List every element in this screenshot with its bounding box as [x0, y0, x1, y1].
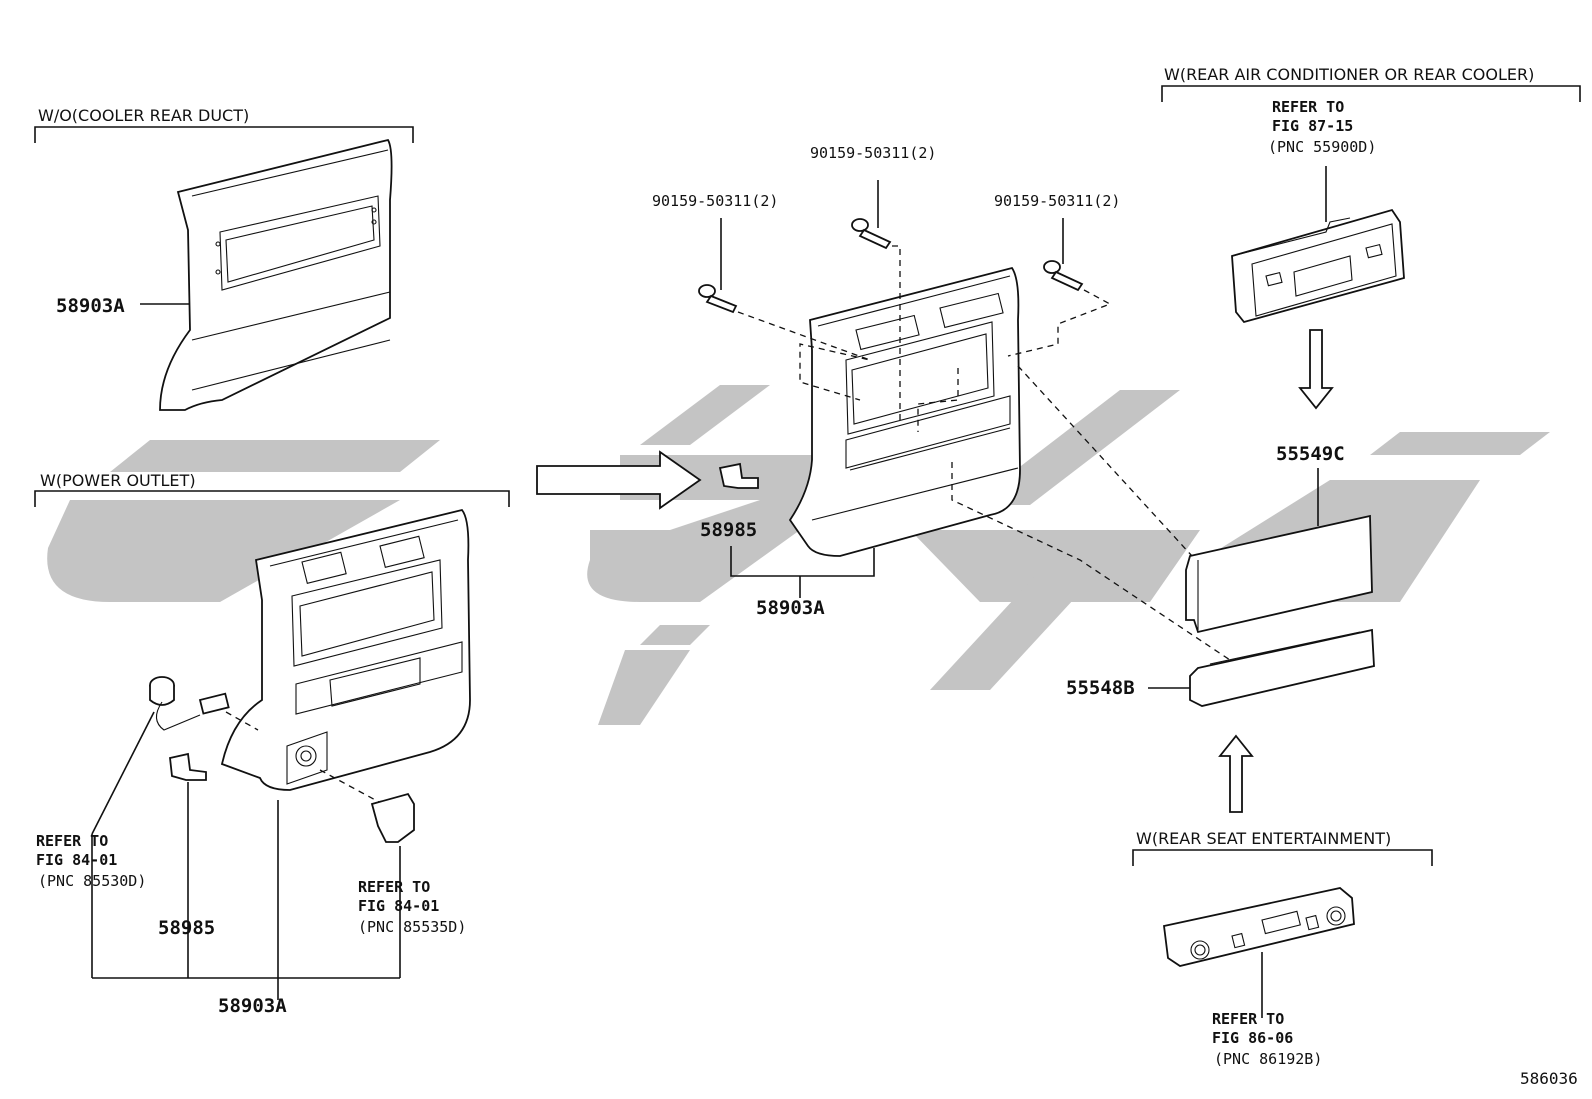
ref-socket-refer: REFER TO [36, 832, 108, 850]
section-label-rse: W(REAR SEAT ENTERTAINMENT) [1136, 829, 1391, 848]
screw-top-icon [851, 180, 901, 420]
part-label-58903a-top: 58903A [56, 295, 125, 317]
section-bracket-rear-ac [1161, 85, 1581, 102]
section-label-rear-ac: W(REAR AIR CONDITIONER OR REAR COOLER) [1164, 65, 1534, 84]
part-label-58903a-power: 58903A [218, 995, 287, 1017]
part-label-55548b: 55548B [1066, 677, 1135, 699]
rse-control-unit [1163, 887, 1355, 1018]
panel-55548b [1148, 628, 1375, 707]
part-label-55549c: 55549C [1276, 443, 1345, 465]
ref-socket-pnc: (PNC 85530D) [38, 872, 146, 890]
socket-cap-85535d [319, 769, 415, 978]
ref-ac-pnc: (PNC 55900D) [1268, 138, 1376, 156]
ac-control-unit [1231, 166, 1405, 324]
arrow-up-icon [1218, 734, 1254, 813]
diagram-id: 586036 [1520, 1069, 1578, 1088]
screw-right-icon [1007, 218, 1112, 357]
ref-rse-refer: REFER TO [1212, 1010, 1284, 1028]
panel-58903a-power-outlet [220, 508, 471, 791]
arrow-down-icon [1298, 329, 1334, 410]
ref-rse-fig: FIG 86-06 [1212, 1029, 1293, 1047]
part-label-58903a-center: 58903A [756, 597, 825, 619]
socket-85530d [149, 676, 259, 731]
panel-58903a-top [140, 138, 393, 411]
ref-cap-refer: REFER TO [358, 878, 430, 896]
panel-55549c [1185, 468, 1373, 634]
arrow-right-icon [536, 450, 702, 510]
ref-ac-fig: FIG 87-15 [1272, 117, 1353, 135]
panel-58903a-center [788, 266, 1021, 557]
ref-ac-refer: REFER TO [1272, 98, 1344, 116]
ref-cap-fig: FIG 84-01 [358, 897, 439, 915]
part-label-58985-left: 58985 [158, 917, 215, 939]
dashed-lines-center [917, 365, 1231, 661]
part-label-58985-center: 58985 [700, 519, 757, 541]
section-bracket-rse [1132, 849, 1433, 866]
part-label-screw-right: 90159-50311(2) [994, 192, 1120, 210]
ref-cap-pnc: (PNC 85535D) [358, 918, 466, 936]
section-label-power-outlet: W(POWER OUTLET) [40, 471, 196, 490]
section-label-cooler-duct: W/O(COOLER REAR DUCT) [38, 106, 249, 125]
section-bracket-power-outlet [34, 490, 510, 507]
clip-58985-center [718, 462, 875, 598]
leader-58903a-power [91, 711, 400, 1000]
screw-left-icon [698, 218, 871, 401]
clip-58985-left [169, 752, 207, 978]
section-bracket-cooler-duct [34, 126, 414, 143]
ref-socket-fig: FIG 84-01 [36, 851, 117, 869]
part-label-screw-top: 90159-50311(2) [810, 144, 936, 162]
part-label-screw-left: 90159-50311(2) [652, 192, 778, 210]
ref-rse-pnc: (PNC 86192B) [1214, 1050, 1322, 1068]
